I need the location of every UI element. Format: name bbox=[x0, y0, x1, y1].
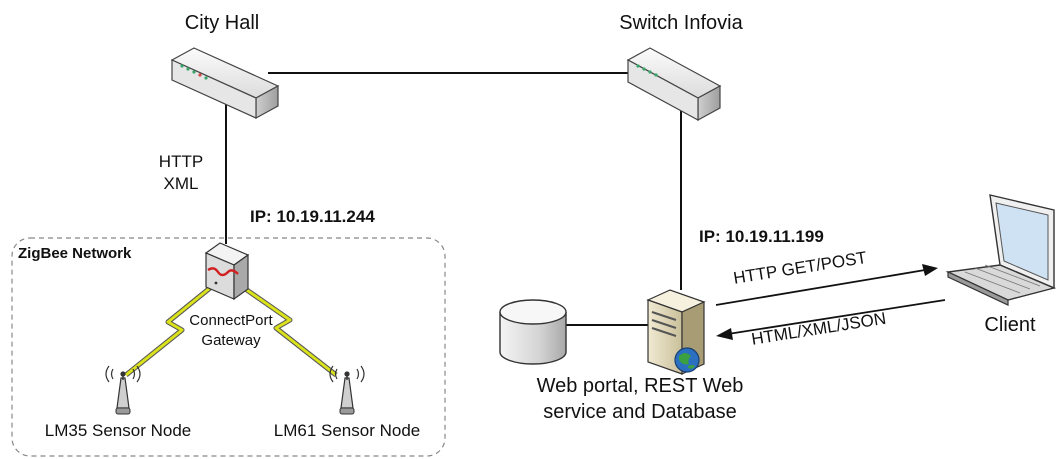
lm61-sensor-label: LM61 Sensor Node bbox=[273, 421, 421, 440]
gateway-label-line1: ConnectPort bbox=[189, 312, 273, 329]
server-ip-label: IP: 10.19.11.199 bbox=[699, 227, 824, 246]
gateway-ip-label: IP: 10.19.11.244 bbox=[250, 207, 375, 226]
server-label-line2: service and Database bbox=[543, 401, 737, 423]
server-tower-icon bbox=[646, 289, 706, 375]
laptop-icon bbox=[945, 194, 1057, 306]
server-label-line1: Web portal, REST Web bbox=[536, 375, 744, 397]
city-hall-label: City Hall bbox=[184, 12, 260, 34]
network-switch-icon bbox=[626, 47, 722, 122]
client-label: Client bbox=[984, 314, 1036, 336]
zigbee-link-right bbox=[242, 285, 338, 377]
request-arrow bbox=[715, 264, 938, 306]
network-switch-icon bbox=[170, 47, 280, 120]
sensor-antenna-icon bbox=[105, 365, 141, 415]
lm35-sensor-label: LM35 Sensor Node bbox=[44, 421, 192, 440]
protocol-label-xml: XML bbox=[163, 174, 199, 193]
response-arrow bbox=[716, 299, 946, 340]
zigbee-link-left bbox=[124, 286, 212, 377]
database-cylinder-icon bbox=[499, 299, 567, 365]
zigbee-network-boundary bbox=[11, 237, 446, 457]
sensor-antenna-icon bbox=[329, 365, 365, 415]
protocol-label-http: HTTP bbox=[158, 152, 204, 171]
gateway-device-icon bbox=[204, 242, 250, 301]
zigbee-network-label: ZigBee Network bbox=[18, 245, 132, 262]
gateway-label-line2: Gateway bbox=[201, 332, 261, 349]
switch-infovia-label: Switch Infovia bbox=[619, 12, 743, 34]
